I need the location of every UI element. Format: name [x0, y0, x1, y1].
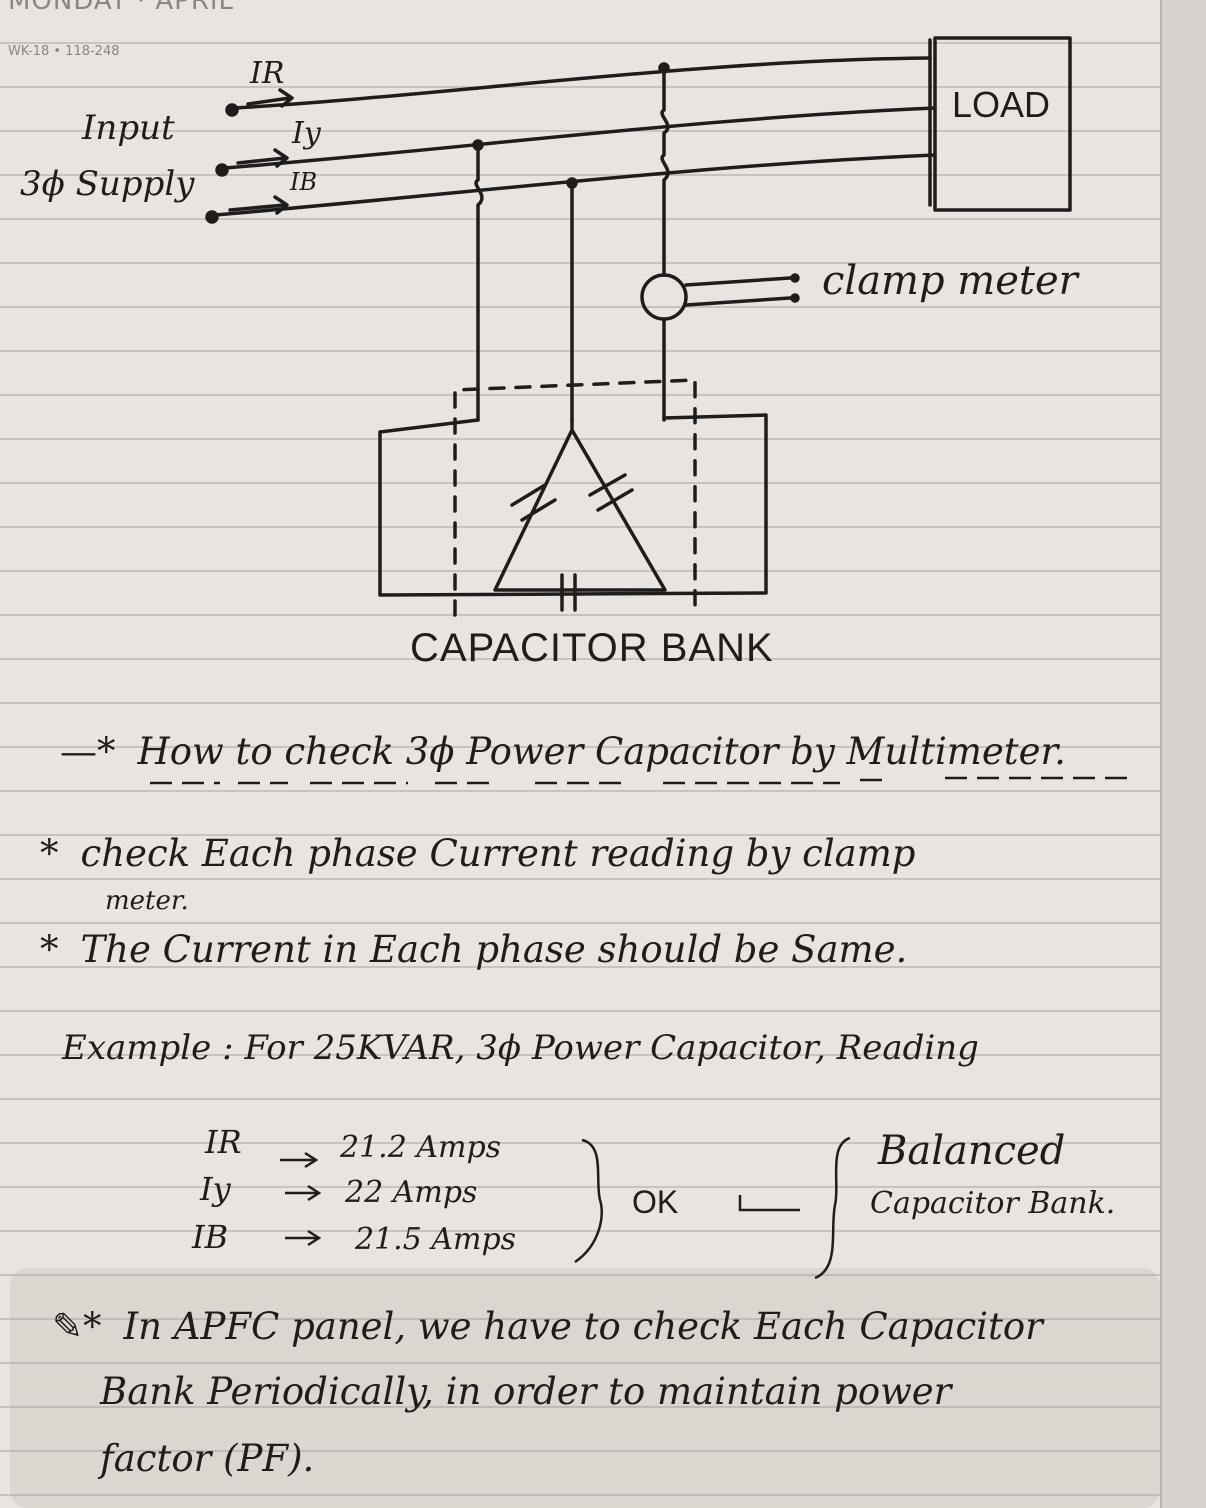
bullet-icon: ✎*: [52, 1305, 102, 1348]
notes-heading: —* How to check 3ϕ Power Capacitor by Mul…: [60, 730, 1066, 773]
reading-y-label: Iy: [200, 1170, 231, 1208]
reading-y-value: 22 Amps: [345, 1175, 478, 1210]
bullet-icon: *: [40, 832, 59, 875]
apfc-line-2: Bank Periodically, in order to maintain …: [100, 1370, 952, 1413]
result-line-2: Capacitor Bank.: [870, 1186, 1116, 1221]
bullet-icon: —*: [60, 730, 116, 773]
capacitor-bank-label: CAPACITOR BANK: [410, 626, 774, 670]
delta: [493, 418, 667, 592]
bottom-shadow: [10, 1268, 1160, 1508]
reading-r-label: IR: [205, 1123, 242, 1161]
supply-label: 3ϕ Supply: [20, 164, 195, 204]
note-1: * check Each phase Current reading by cla…: [40, 832, 916, 875]
note-1-cont: meter.: [105, 886, 189, 916]
bank-outer: [378, 413, 768, 597]
tap-y: [474, 143, 484, 422]
phase-y-label: Iy: [292, 116, 321, 151]
load-label: LOAD: [952, 84, 1051, 125]
load-box: [933, 36, 1072, 212]
clamp-ring: [640, 273, 688, 321]
ok-label: OK: [632, 1184, 679, 1220]
clamp-meter-label: clamp meter: [822, 258, 1078, 304]
page-edge: [1160, 0, 1206, 1508]
phase-b-label: IB: [290, 168, 318, 196]
heading-text: How to check 3ϕ Power Capacitor by Multi…: [137, 730, 1066, 773]
bank-dashed: [453, 378, 697, 617]
header-day: MONDAY · APRIL: [8, 0, 235, 16]
reading-b-label: IB: [192, 1218, 229, 1256]
tap-r: [660, 66, 670, 422]
line-r: [233, 56, 932, 110]
note-2-text: The Current in Each phase should be Same…: [80, 928, 908, 971]
bullet-icon: *: [40, 928, 59, 971]
reading-r-value: 21.2 Amps: [340, 1130, 502, 1165]
brace-readings: [574, 1138, 603, 1264]
phase-r-label: IR: [250, 56, 285, 91]
note-1-text: check Each phase Current reading by clam…: [80, 832, 916, 875]
header-week: WK-18 • 118-248: [8, 44, 120, 59]
input-label: Input: [82, 108, 175, 148]
apfc-line-1: In APFC panel, we have to check Each Cap…: [123, 1305, 1043, 1348]
example-line: Example : For 25KVAR, 3ϕ Power Capacitor…: [62, 1028, 979, 1068]
reading-b-value: 21.5 Amps: [355, 1222, 517, 1257]
result-line-1: Balanced: [878, 1128, 1066, 1174]
line-y: [223, 106, 937, 170]
brace-result: [814, 1136, 851, 1280]
apfc-note: ✎* In APFC panel, we have to check Each C…: [52, 1305, 1043, 1348]
note-2: * The Current in Each phase should be Sam…: [40, 928, 907, 971]
apfc-line-3: factor (PF).: [100, 1437, 315, 1480]
